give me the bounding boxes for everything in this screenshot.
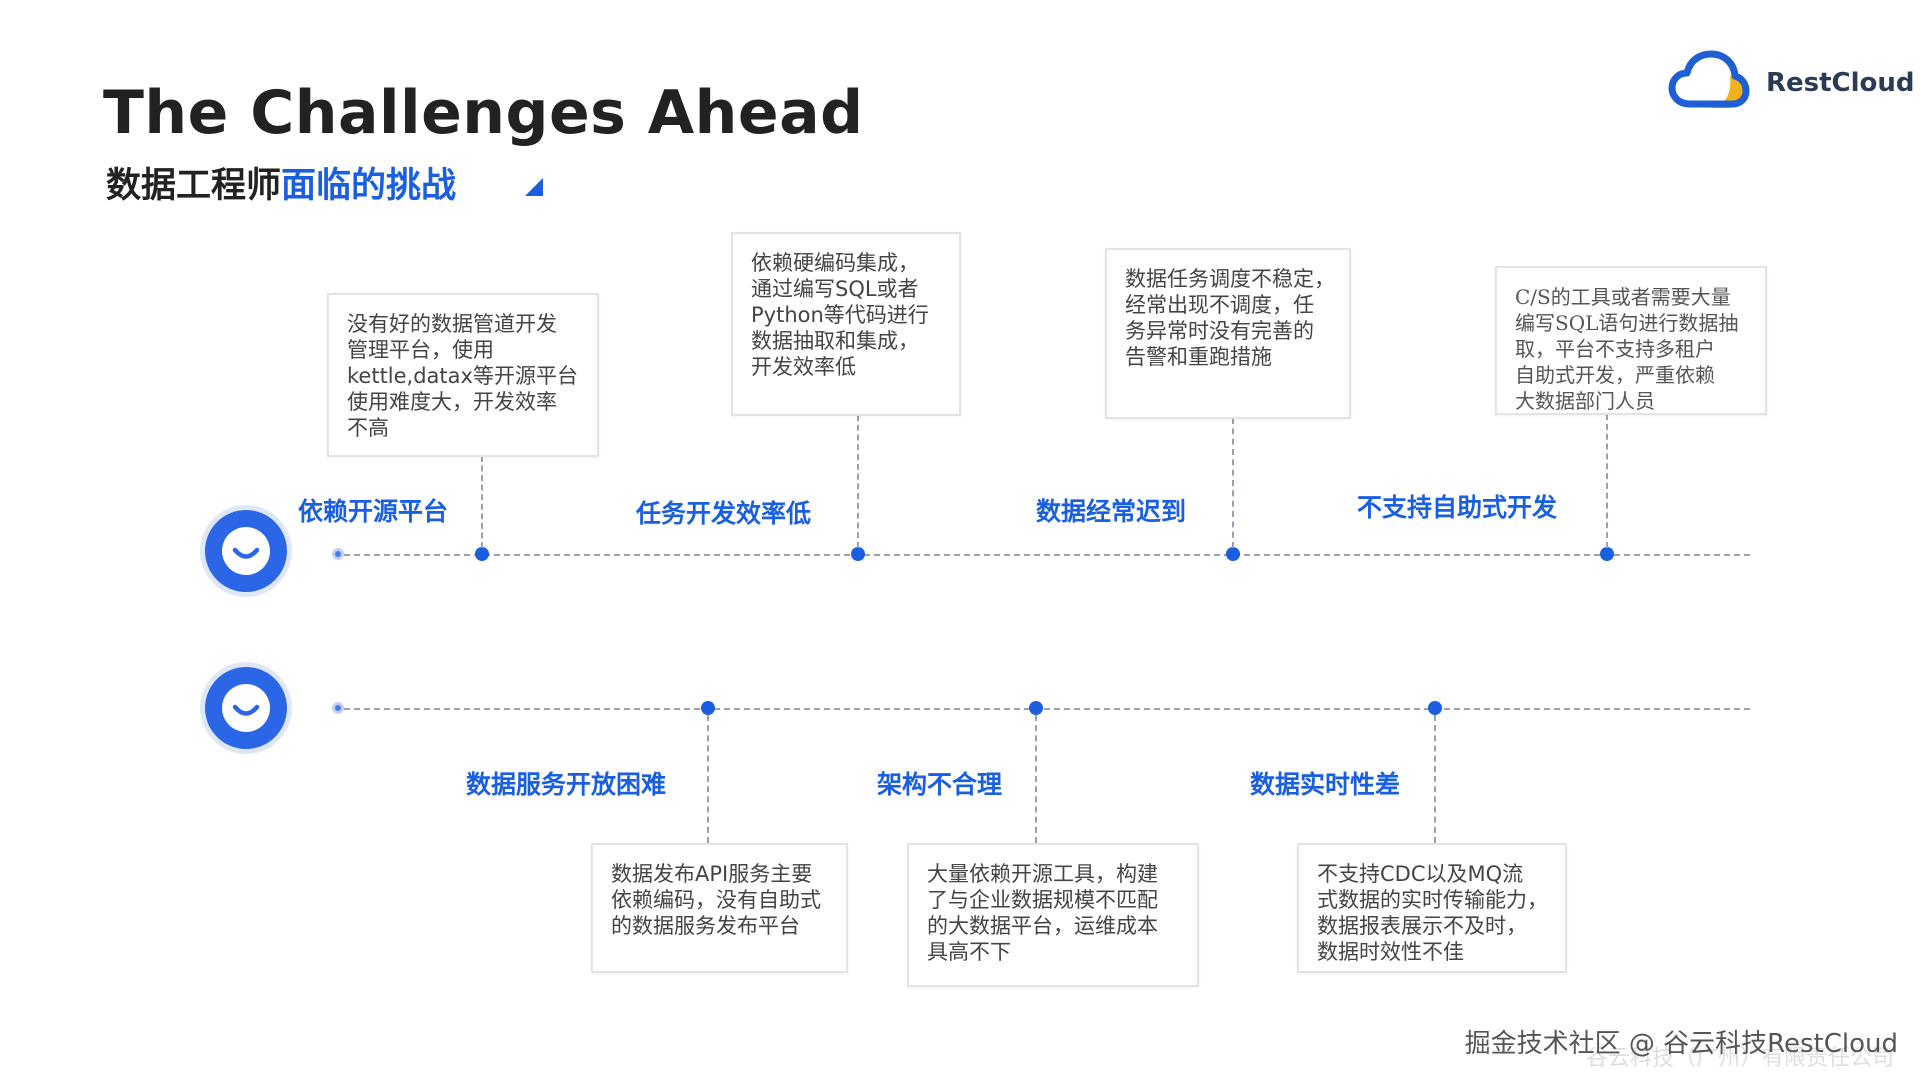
connector-line (481, 456, 483, 548)
connector-line (707, 715, 709, 843)
connector-line (1606, 414, 1608, 548)
timeline-start-dot (332, 548, 344, 560)
challenge-card: 数据任务调度不稳定， 经常出现不调度，任 务异常时没有完善的 告警和重跑措施 (1105, 248, 1351, 419)
challenge-label: 数据经常迟到 (1036, 497, 1187, 526)
challenge-card: 不支持CDC以及MQ流 式数据的实时传输能力， 数据报表展示不及时， 数据时效性… (1297, 843, 1567, 973)
challenge-label: 数据服务开放困难 (466, 770, 667, 799)
logo-text: RestCloud (1766, 68, 1915, 98)
challenge-card: 数据发布API服务主要 依赖编码，没有自助式 的数据服务发布平台 (591, 843, 848, 973)
timeline-node (1226, 547, 1240, 561)
timeline-line-row1 (344, 554, 1750, 556)
challenge-label: 任务开发效率低 (636, 499, 812, 528)
smile-icon (200, 662, 292, 754)
timeline-node (851, 547, 865, 561)
challenge-label: 数据实时性差 (1250, 770, 1401, 799)
timeline-node (701, 701, 715, 715)
connector-line (1434, 715, 1436, 843)
page-title: The Challenges Ahead (103, 78, 864, 148)
challenge-label: 架构不合理 (877, 770, 1003, 799)
subtitle-dark-part: 数据工程师 (106, 166, 282, 206)
challenge-card: C/S的工具或者需要大量 编写SQL语句进行数据抽 取，平台不支持多租户 自助式… (1495, 266, 1767, 415)
challenge-card: 没有好的数据管道开发 管理平台，使用 kettle,datax等开源平台 使用难… (327, 293, 599, 457)
challenge-card: 大量依赖开源工具，构建 了与企业数据规模不匹配 的大数据平台，运维成本 具高不下 (907, 843, 1199, 987)
challenge-label: 依赖开源平台 (298, 497, 449, 526)
restcloud-logo: RestCloud (1668, 46, 1915, 112)
timeline-line-row2 (344, 708, 1750, 710)
connector-line (1035, 715, 1037, 843)
challenge-card: 依赖硬编码集成， 通过编写SQL或者 Python等代码进行 数据抽取和集成， … (731, 232, 961, 416)
timeline-node (475, 547, 489, 561)
timeline-node (1600, 547, 1614, 561)
timeline-node (1029, 701, 1043, 715)
corner-triangle-icon (525, 178, 543, 196)
community-watermark: 掘金技术社区 @ 谷云科技RestCloud (1464, 1029, 1898, 1059)
connector-line (1232, 418, 1234, 548)
connector-line (857, 415, 859, 548)
company-watermark: 谷云科技（广州）有限责任公司 (1585, 1046, 1894, 1071)
subtitle-blue-part: 面临的挑战 (281, 166, 457, 206)
page-subtitle: 数据工程师面临的挑战 (106, 157, 456, 208)
timeline-node (1428, 701, 1442, 715)
challenge-label: 不支持自助式开发 (1357, 493, 1558, 522)
cloud-icon (1668, 50, 1750, 108)
timeline-start-dot (332, 702, 344, 714)
smile-icon (200, 505, 292, 597)
